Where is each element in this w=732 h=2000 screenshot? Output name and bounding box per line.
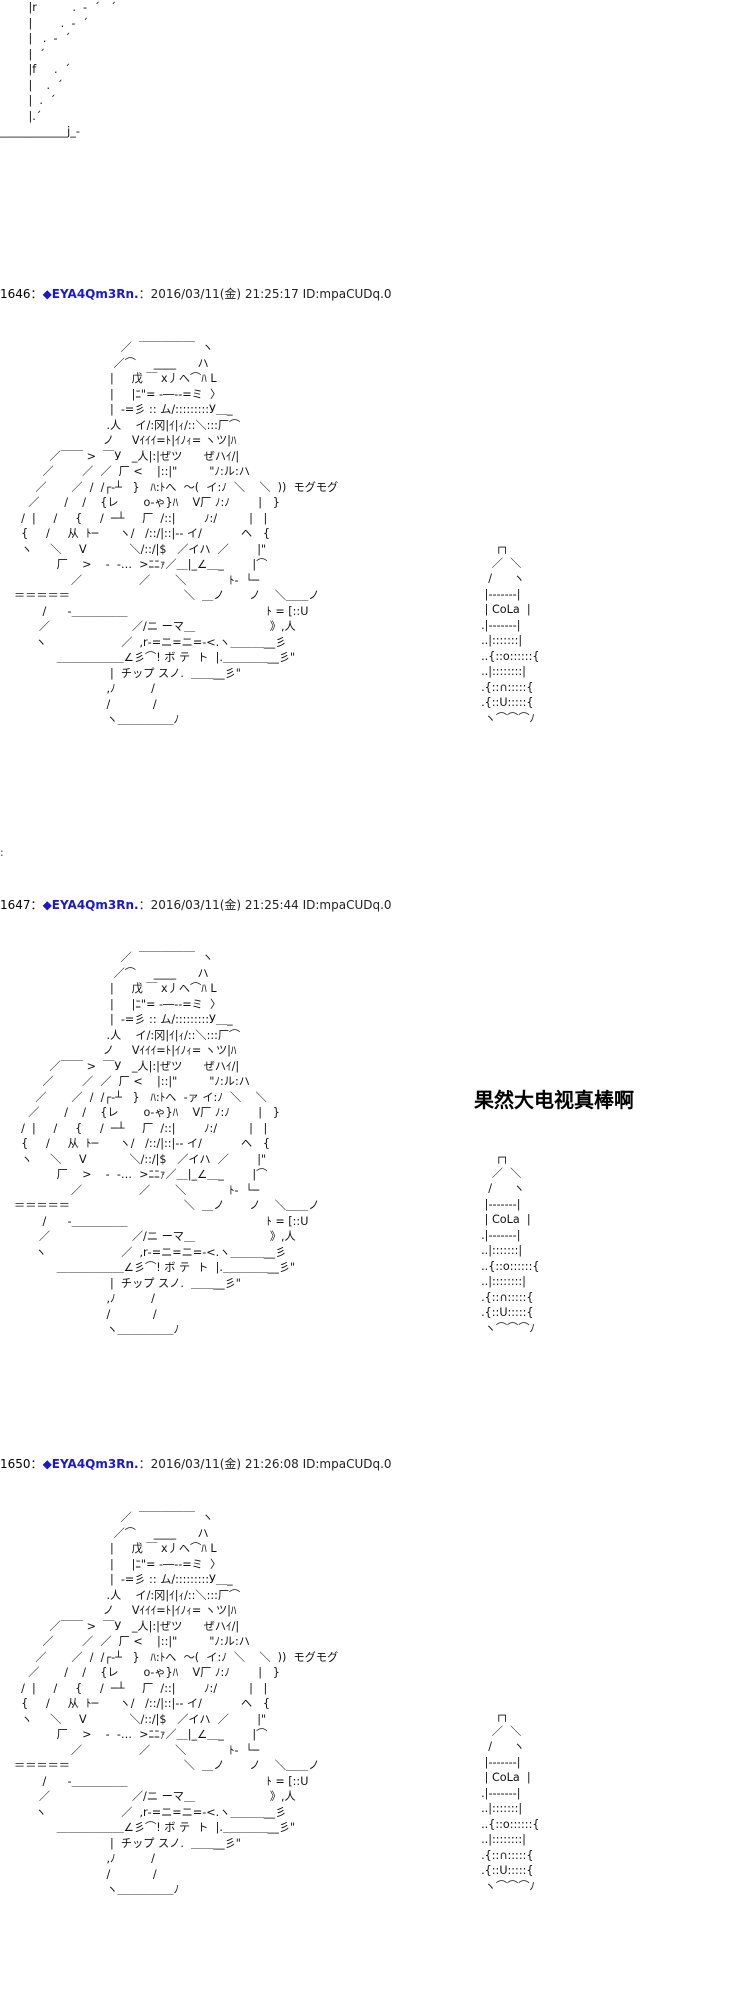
post-date: ：2016/03/11(金) 21:25:44 ID:mpaCUDq.0 <box>138 898 392 912</box>
post-separator: ： <box>30 1457 43 1471</box>
cola-bottle-art: ┌┐ ／ ＼ / ヽ |‐‐‐‐‐‐‐| | CoLa | .|‐‐‐‐‐‐‐|… <box>481 541 540 725</box>
separator-dot: : <box>0 846 4 859</box>
post-author: ◆EYA4Qm3Rn. <box>42 898 139 912</box>
post-number[interactable]: 1650 <box>0 1457 31 1471</box>
post-author: ◆EYA4Qm3Rn. <box>42 1457 139 1471</box>
ascii-art-body: ／ ￣￣￣￣￣ ヽ ／⌒ ____ ハ | 戊 ￣ x丿へ⌒ﾊ L | |ﾆ"=… <box>14 341 339 726</box>
post-date: ：2016/03/11(金) 21:25:17 ID:mpaCUDq.0 <box>138 287 392 301</box>
post-separator: ： <box>30 287 43 301</box>
post-number[interactable]: 1647 <box>0 898 31 912</box>
ascii-art-fragment: |r . - ´ ´ | . - ´ | . - ´ | ´ |f . ´ | … <box>0 1 117 138</box>
cola-bottle-art: ┌┐ ／ ＼ / ヽ |‐‐‐‐‐‐‐| | CoLa | .|‐‐‐‐‐‐‐|… <box>481 1151 540 1335</box>
cola-bottle-art: ┌┐ ／ ＼ / ヽ |‐‐‐‐‐‐‐| | CoLa | .|‐‐‐‐‐‐‐|… <box>481 1709 540 1893</box>
post-number[interactable]: 1646 <box>0 287 31 301</box>
post-header: 1647：◆EYA4Qm3Rn.：2016/03/11(金) 21:25:44 … <box>0 896 392 913</box>
post-author: ◆EYA4Qm3Rn. <box>42 287 139 301</box>
post-date: ：2016/03/11(金) 21:26:08 ID:mpaCUDq.0 <box>138 1457 392 1471</box>
ascii-art-body: ／ ￣￣￣￣￣ ヽ ／⌒ ____ ハ | 戊 ￣ x丿へ⌒ﾊ L | |ﾆ"=… <box>14 951 320 1336</box>
post-header: 1650：◆EYA4Qm3Rn.：2016/03/11(金) 21:26:08 … <box>0 1455 392 1472</box>
ascii-art-body: ／ ￣￣￣￣￣ ヽ ／⌒ ____ ハ | 戊 ￣ x丿へ⌒ﾊ L | |ﾆ"=… <box>14 1511 339 1896</box>
caption-text: 果然大电视真棒啊 <box>474 1088 634 1112</box>
post-separator: ： <box>30 898 43 912</box>
post-header: 1646：◆EYA4Qm3Rn.：2016/03/11(金) 21:25:17 … <box>0 285 392 302</box>
